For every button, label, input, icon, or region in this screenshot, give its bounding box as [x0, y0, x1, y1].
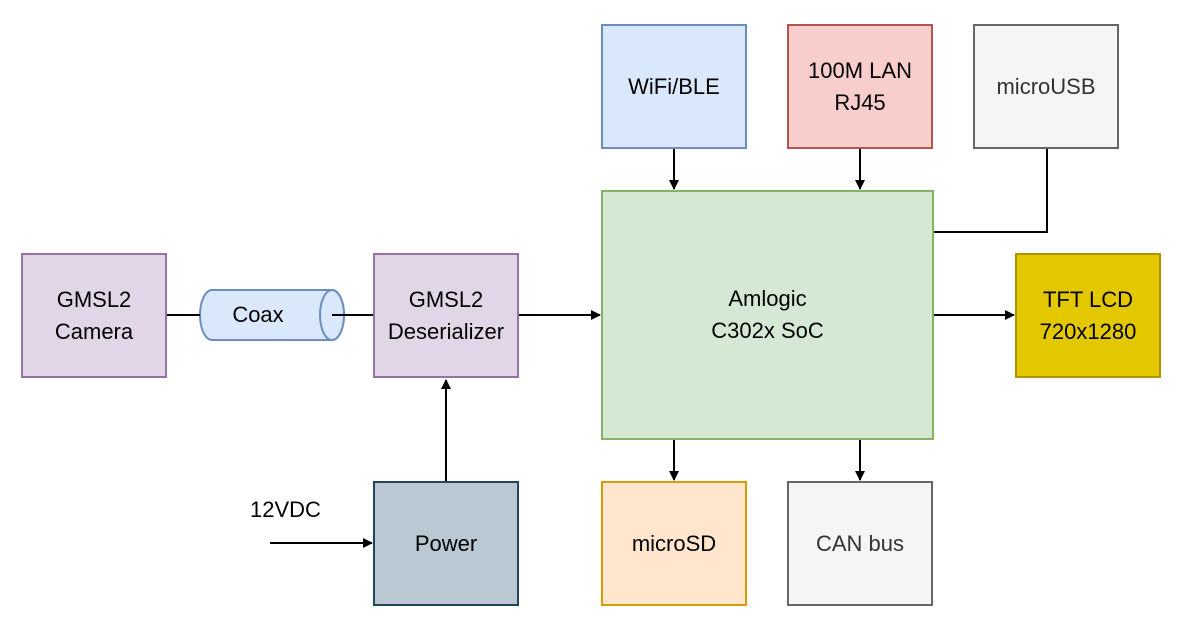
- soc-block: Amlogic C302x SoC: [601, 190, 934, 440]
- wifi-label: WiFi/BLE: [628, 73, 720, 99]
- deserializer-label-line2: Deserializer: [387, 318, 505, 344]
- deserializer-label-line1: GMSL2: [408, 286, 484, 312]
- can-bus-block: CAN bus: [787, 481, 933, 606]
- canbus-label: CAN bus: [815, 530, 905, 556]
- microusb-soc-link: [934, 149, 1048, 233]
- power-label: Power: [414, 530, 478, 556]
- microsd-block: microSD: [601, 481, 747, 606]
- wifi-ble-block: WiFi/BLE: [601, 24, 747, 149]
- microusb-block: microUSB: [973, 24, 1119, 149]
- power-input-label: 12VDC: [250, 497, 321, 522]
- tft-lcd-block: TFT LCD 720x1280: [1015, 253, 1161, 378]
- microusb-label: microUSB: [996, 73, 1096, 99]
- camera-label-line2: Camera: [54, 318, 134, 344]
- lan-block: 100M LAN RJ45: [787, 24, 933, 149]
- soc-label-line2: C302x SoC: [711, 318, 824, 343]
- lcd-label-line2: 720x1280: [1039, 318, 1137, 344]
- lan-label-line2: RJ45: [834, 89, 886, 115]
- gmsl2-camera-block: GMSL2 Camera: [21, 253, 167, 378]
- power-block: Power: [373, 481, 519, 606]
- coax-cylinder: [199, 289, 345, 341]
- camera-label-line1: GMSL2: [56, 286, 132, 312]
- microsd-label: microSD: [631, 530, 717, 556]
- coax-label: Coax: [232, 302, 284, 327]
- lan-label-line1: 100M LAN: [808, 57, 912, 83]
- lcd-label-line1: TFT LCD: [1042, 286, 1134, 312]
- soc-label-line1: Amlogic: [728, 286, 807, 311]
- gmsl2-deserializer-block: GMSL2 Deserializer: [373, 253, 519, 378]
